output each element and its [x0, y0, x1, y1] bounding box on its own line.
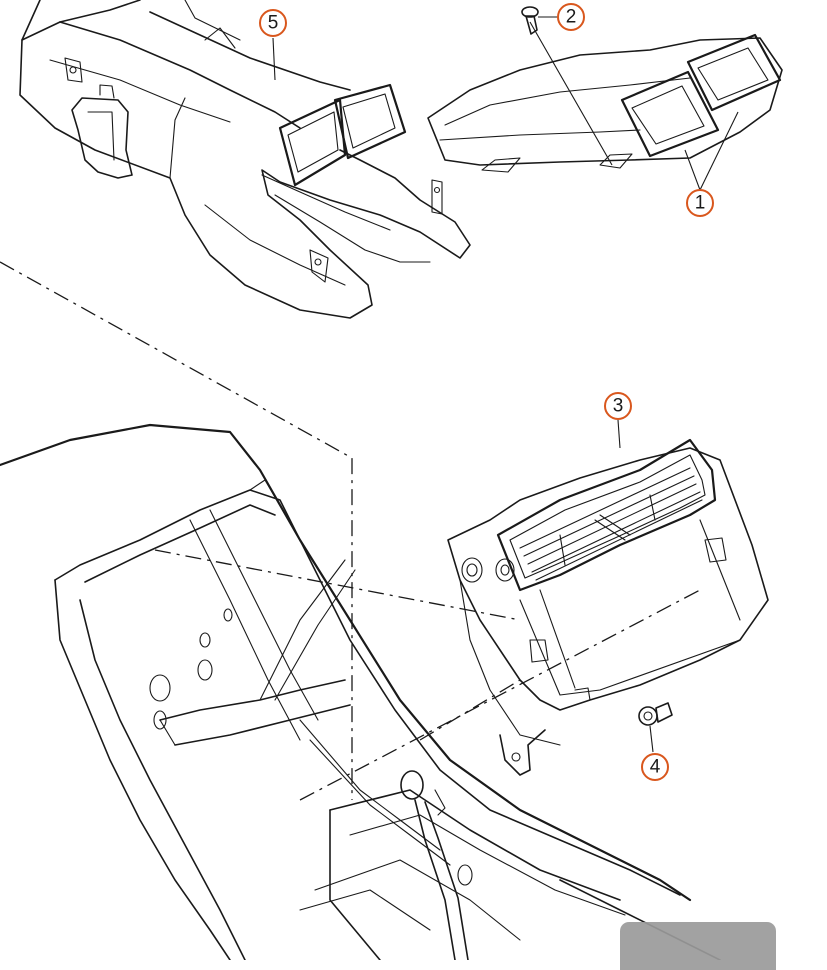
callout-2[interactable]: 2 [557, 3, 585, 31]
outlet-duct-part-1 [427, 33, 783, 173]
assembly-lines [0, 261, 701, 801]
callout-1[interactable]: 1 [686, 189, 714, 217]
leader-lines [272, 16, 739, 753]
air-duct-part-5 [19, 0, 471, 319]
callout-2-label: 2 [566, 7, 577, 28]
callout-5[interactable]: 5 [259, 9, 287, 37]
bolt-part-4 [638, 702, 673, 726]
callout-1-label: 1 [695, 193, 706, 214]
callout-4-label: 4 [650, 757, 661, 778]
callout-4[interactable]: 4 [641, 753, 669, 781]
rear-vent-part-3 [447, 438, 769, 776]
callout-3[interactable]: 3 [604, 392, 632, 420]
floating-overlay-button[interactable] [620, 922, 776, 970]
callout-5-label: 5 [268, 13, 279, 34]
callout-3-label: 3 [613, 396, 624, 417]
center-console [0, 423, 721, 960]
screw-part-2 [521, 6, 539, 35]
